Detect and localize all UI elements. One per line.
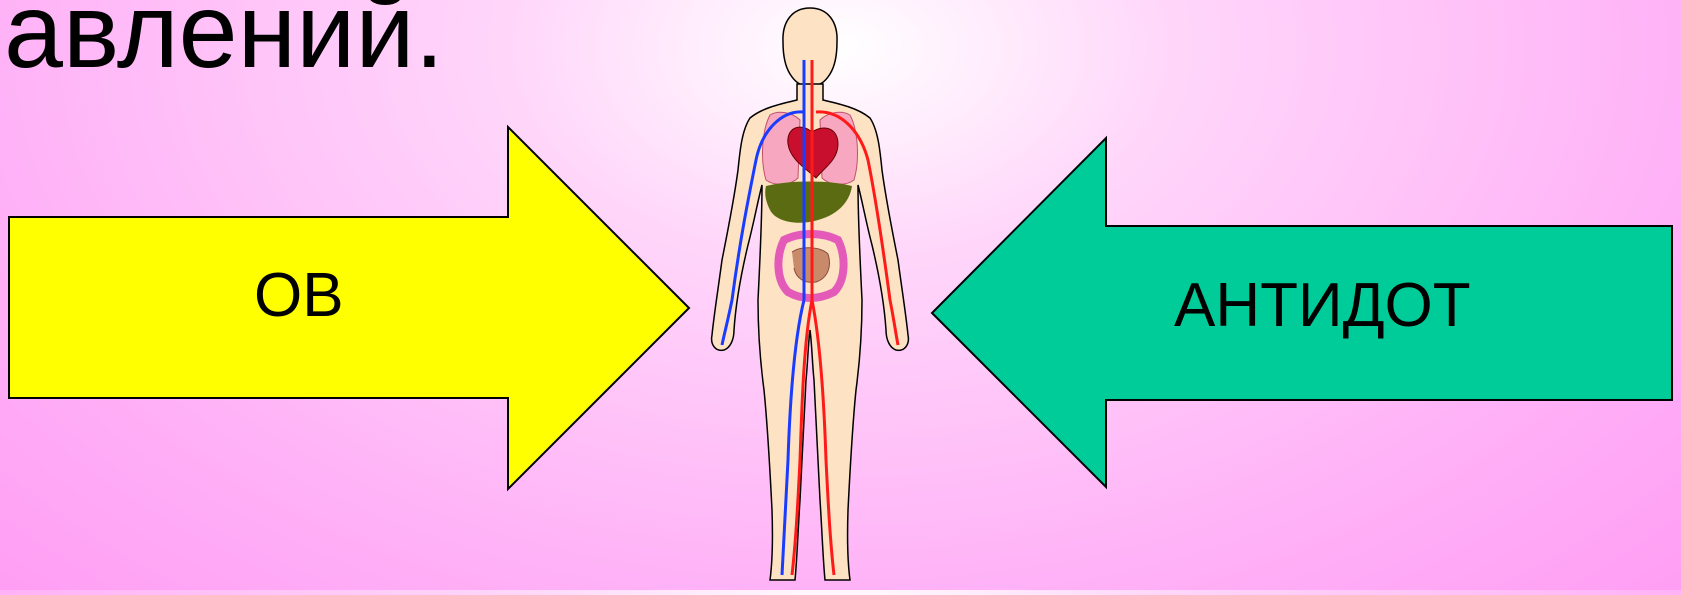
right-arrow: АНТИДОТ: [925, 130, 1681, 500]
left-arrow-shape: [0, 120, 700, 500]
slide-title-fragment: авлений.: [4, 0, 444, 84]
human-anatomy-icon: [700, 0, 930, 590]
left-arrow: ОВ: [0, 120, 700, 500]
body-silhouette: [712, 8, 909, 580]
left-arrow-label: ОВ: [254, 260, 344, 331]
right-arrow-label: АНТИДОТ: [1174, 270, 1471, 341]
